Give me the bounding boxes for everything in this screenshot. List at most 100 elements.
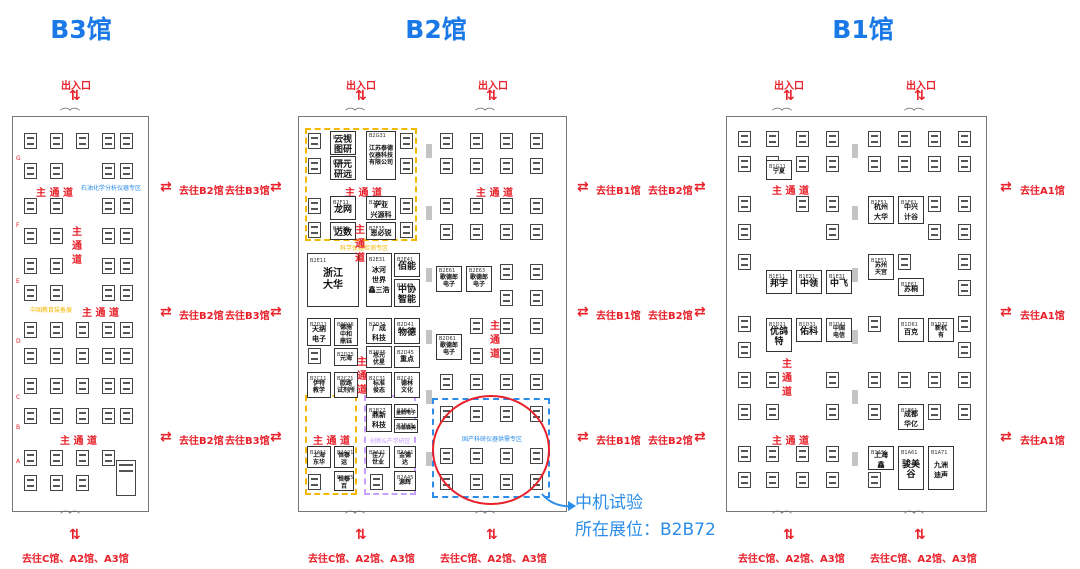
- transfer-arrow-icon: ⇄: [160, 179, 172, 195]
- booth: [120, 198, 133, 214]
- booth: [500, 290, 513, 306]
- booth: [470, 158, 483, 174]
- booth: [500, 318, 513, 334]
- booth: [308, 474, 321, 490]
- booth-name: 成都 华亿: [904, 410, 918, 428]
- b2-to-b1-label: 去往B1馆: [596, 311, 641, 322]
- booth-id: B1D71: [931, 322, 948, 328]
- row-letter: D: [16, 338, 21, 345]
- booth: [24, 322, 37, 338]
- b2-zone-purple-note: 创新&产学研区: [370, 438, 411, 445]
- transfer-arrow-icon: ⇄: [1000, 429, 1012, 445]
- booth: [500, 198, 513, 214]
- booth: [308, 133, 321, 149]
- booth-name: 上海 东华: [312, 452, 325, 466]
- door-icon: ⌒⌒: [475, 510, 495, 523]
- booth-id: B2C11: [310, 376, 327, 382]
- booth: [530, 290, 543, 306]
- booth-id: B2A31: [369, 450, 386, 456]
- booth: [102, 322, 115, 338]
- booth: [958, 156, 971, 172]
- booth-name: 骏美 谷: [901, 460, 920, 480]
- hall-title-b2: B2馆: [405, 15, 467, 44]
- booth: [120, 258, 133, 274]
- booth: [868, 372, 881, 388]
- booth: [24, 228, 37, 244]
- bottom-exit-b1-right: 去往C馆、A2馆、A3馆: [870, 554, 977, 565]
- booth: [898, 131, 911, 147]
- b1-to-b2-label: 去往B2馆: [648, 186, 693, 197]
- booth-id: B2B41: [397, 408, 414, 414]
- booth-name: 迈数: [333, 228, 352, 238]
- b2-to-b1-label: 去往B1馆: [596, 436, 641, 447]
- pillar: [426, 390, 432, 404]
- booth-name: 金德 达: [398, 452, 411, 466]
- booth-id: B2F11: [333, 200, 349, 206]
- pillar: [852, 390, 858, 404]
- b2-zone-yellow: [305, 128, 417, 241]
- booth: [958, 224, 971, 240]
- booth: [958, 404, 971, 420]
- booth: [500, 133, 513, 149]
- booth-id: B1F61: [901, 200, 917, 206]
- booth-id: B1D61: [901, 322, 918, 328]
- booth-name: 杭州 大华: [874, 203, 888, 221]
- booth: [76, 378, 89, 394]
- booth: [470, 133, 483, 149]
- booth-id: B2C31: [369, 376, 386, 382]
- row-letter: E: [16, 278, 20, 285]
- booth-name: 浙江 大华: [323, 268, 343, 291]
- booth: [826, 472, 839, 488]
- booth: [868, 156, 881, 172]
- booth: [738, 254, 751, 270]
- b2-to-b3-label: 去往B3馆: [225, 186, 270, 197]
- transfer-arrow-icon: ⇄: [694, 179, 706, 195]
- exit-arrow-icon: ⇅: [914, 527, 926, 543]
- booth-name: 恩必锐: [370, 229, 392, 237]
- booth: [440, 198, 453, 214]
- booth-name: 鼎新 科技: [372, 411, 386, 429]
- booth: [500, 224, 513, 240]
- booth: [796, 472, 809, 488]
- booth-id: B2E63: [469, 268, 486, 274]
- booth-id: B2C21: [337, 376, 354, 382]
- booth-id: B2B45: [397, 423, 414, 429]
- booth: [102, 378, 115, 394]
- booth-name: 德施 中和 鼎钰: [339, 323, 352, 345]
- transfer-arrow-icon: ⇄: [577, 304, 589, 320]
- hall-title-b3: B3馆: [50, 15, 112, 44]
- b2-to-b3-label: 去往B3馆: [225, 436, 270, 447]
- booth: [868, 404, 881, 420]
- booth-id: B2D11: [310, 322, 327, 328]
- transfer-arrow-icon: ⇄: [270, 304, 282, 320]
- exit-arrow-icon: ⇅: [486, 527, 498, 543]
- booth: [50, 163, 63, 179]
- booth-name: 中领: [799, 279, 818, 289]
- booth-name: 苏桐: [904, 285, 918, 293]
- booth: [826, 404, 839, 420]
- booth-name: 元海: [339, 355, 352, 362]
- b3-to-b2-label: 去往B2馆: [179, 311, 224, 322]
- booth-name: 苏州 天宫: [874, 262, 887, 276]
- booth: [738, 372, 751, 388]
- b1-main-aisle-2: 主 通 道: [772, 436, 809, 447]
- booth: [120, 133, 133, 149]
- booth-id: B2F35: [369, 226, 385, 232]
- b1-vertical-aisle: 主通道: [782, 359, 792, 398]
- booth: [50, 348, 63, 364]
- booth: [120, 163, 133, 179]
- booth: [116, 460, 136, 496]
- booth: [826, 156, 839, 172]
- booth-id: B1D31: [799, 322, 816, 328]
